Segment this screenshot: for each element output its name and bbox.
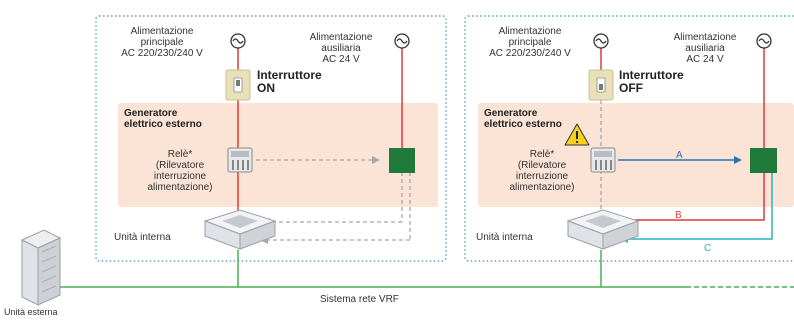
aux-power-line-3: AC 24 V [686, 54, 724, 65]
ac-source-icon [756, 33, 772, 49]
right-main-power-label: Alimentazione principale AC 220/230/240 … [488, 26, 572, 59]
relay-label-line-2: (Rilevatore [517, 160, 567, 171]
ac-source-icon [230, 33, 246, 49]
left-generator-label: Generatore elettrico esterno [124, 108, 202, 130]
left-indoor-unit-label: Unità interna [114, 232, 171, 243]
aux-power-line-2: ausiliaria [685, 43, 725, 54]
vrf-network-label: Sistema rete VRF [320, 294, 399, 305]
flow-b-line [622, 172, 765, 221]
left-main-power-label: Alimentazione principale AC 220/230/240 … [120, 26, 204, 59]
cassette-indoor-unit-icon [566, 209, 640, 250]
generator-label-line-2: elettrico esterno [124, 119, 202, 130]
generator-label-line-2: elettrico esterno [484, 119, 562, 130]
flow-c-line [620, 172, 773, 243]
main-power-line-2: principale [140, 37, 184, 48]
right-generator-label: Generatore elettrico esterno [484, 108, 562, 130]
flow-b-label: B [675, 210, 682, 221]
relay-label-line-2: (Rilevatore [155, 160, 205, 171]
right-panel-border [464, 15, 794, 262]
main-power-line-1: Alimentazione [498, 26, 562, 37]
main-power-line-2: principale [508, 37, 552, 48]
right-indoor-unit-label: Unità interna [476, 232, 533, 243]
right-relay-label: Relè* (Rilevatore interruzione alimentaz… [502, 149, 582, 193]
outdoor-unit-icon [20, 229, 62, 306]
relay-label-line-4: alimentazione) [509, 182, 575, 193]
relay-label-line-3: interruzione [515, 171, 569, 182]
switch-label-line-2: ON [257, 81, 275, 95]
relay-icon [590, 147, 616, 173]
switch-icon [588, 69, 614, 101]
aux-power-line-3: AC 24 V [322, 54, 360, 65]
outdoor-unit-label: Unità esterna [4, 307, 58, 317]
main-power-line-3: AC 220/230/240 V [121, 48, 203, 59]
generator-label-line-1: Generatore [484, 108, 538, 119]
flow-a-label: A [676, 150, 683, 161]
ac-source-icon [593, 33, 609, 49]
controller-box-icon [389, 148, 415, 173]
left-relay-label: Relè* (Rilevatore interruzione alimentaz… [140, 149, 220, 193]
main-power-line-3: AC 220/230/240 V [489, 48, 571, 59]
switch-label-line-1: Interruttore [619, 68, 684, 82]
right-switch-label: Interruttore OFF [619, 69, 684, 95]
switch-icon [225, 69, 251, 101]
aux-power-line-1: Alimentazione [309, 32, 373, 43]
main-power-line-1: Alimentazione [130, 26, 194, 37]
relay-icon [227, 147, 253, 173]
flow-c-label: C [704, 243, 712, 254]
aux-power-line-2: ausiliaria [321, 43, 361, 54]
aux-power-line-1: Alimentazione [673, 32, 737, 43]
relay-label-line-3: interruzione [153, 171, 207, 182]
generator-label-line-1: Generatore [124, 108, 178, 119]
left-generator-area [118, 103, 438, 207]
left-switch-label: Interruttore ON [257, 69, 322, 95]
relay-label-line-1: Relè* [167, 149, 193, 160]
switch-label-line-1: Interruttore [257, 68, 322, 82]
relay-label-line-1: Relè* [529, 149, 555, 160]
left-aux-power-label: Alimentazione ausiliaria AC 24 V [300, 32, 382, 65]
left-panel-border [95, 15, 447, 262]
ac-source-icon [394, 33, 410, 49]
warning-icon [564, 123, 590, 146]
right-aux-power-label: Alimentazione ausiliaria AC 24 V [664, 32, 746, 65]
right-generator-area [478, 103, 794, 207]
controller-box-icon [750, 148, 777, 173]
switch-label-line-2: OFF [619, 81, 643, 95]
relay-label-line-4: alimentazione) [147, 182, 213, 193]
cassette-indoor-unit-icon [203, 209, 277, 250]
